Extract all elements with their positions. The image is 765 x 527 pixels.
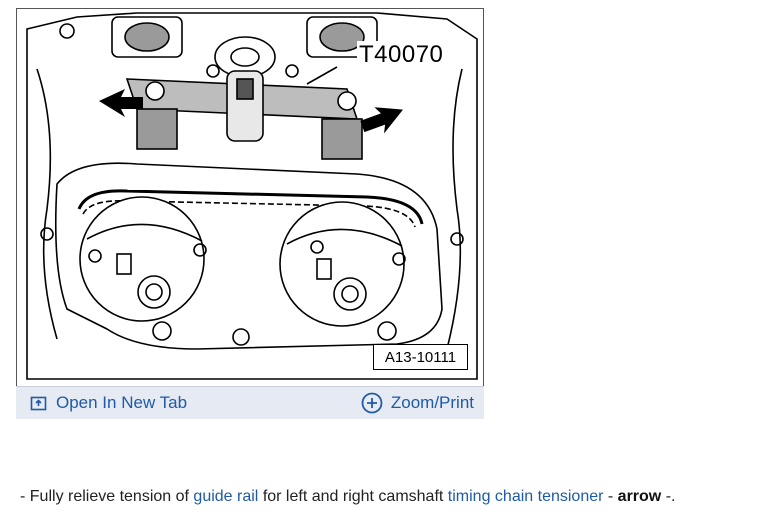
- figure-reference-code: A13-10111: [373, 344, 468, 370]
- instruction-dash-1: -: [607, 488, 614, 505]
- tool-callout-label: T40070: [357, 41, 446, 69]
- instruction-bullet: -: [20, 488, 26, 505]
- open-new-tab-icon: [30, 396, 47, 411]
- guide-rail-link[interactable]: guide rail: [193, 488, 259, 505]
- camshaft-illustration: [26, 12, 478, 380]
- figure-container: T40070 A13-10111 Open In New Tab Zoom/Pr…: [16, 8, 484, 419]
- instruction-text-1: Fully relieve tension of: [29, 488, 189, 505]
- engine-diagram: T40070 A13-10111: [16, 8, 484, 387]
- right-arrow: [360, 107, 403, 134]
- instruction-text-2: for left and right camshaft: [262, 488, 444, 505]
- open-new-tab-button[interactable]: Open In New Tab: [30, 393, 187, 413]
- instruction-dash-2: -.: [665, 488, 676, 505]
- open-new-tab-label: Open In New Tab: [56, 393, 188, 412]
- zoom-print-button[interactable]: Zoom/Print: [361, 392, 474, 414]
- zoom-print-label: Zoom/Print: [390, 393, 474, 412]
- left-arrow: [99, 89, 143, 117]
- zoom-plus-icon: [361, 392, 383, 414]
- instruction-step: - Fully relieve tension of guide rail fo…: [20, 488, 675, 506]
- timing-chain-tensioner-link[interactable]: timing chain tensioner: [447, 488, 604, 505]
- instruction-arrow-word: arrow: [617, 488, 662, 505]
- figure-toolbar: Open In New Tab Zoom/Print: [16, 386, 484, 419]
